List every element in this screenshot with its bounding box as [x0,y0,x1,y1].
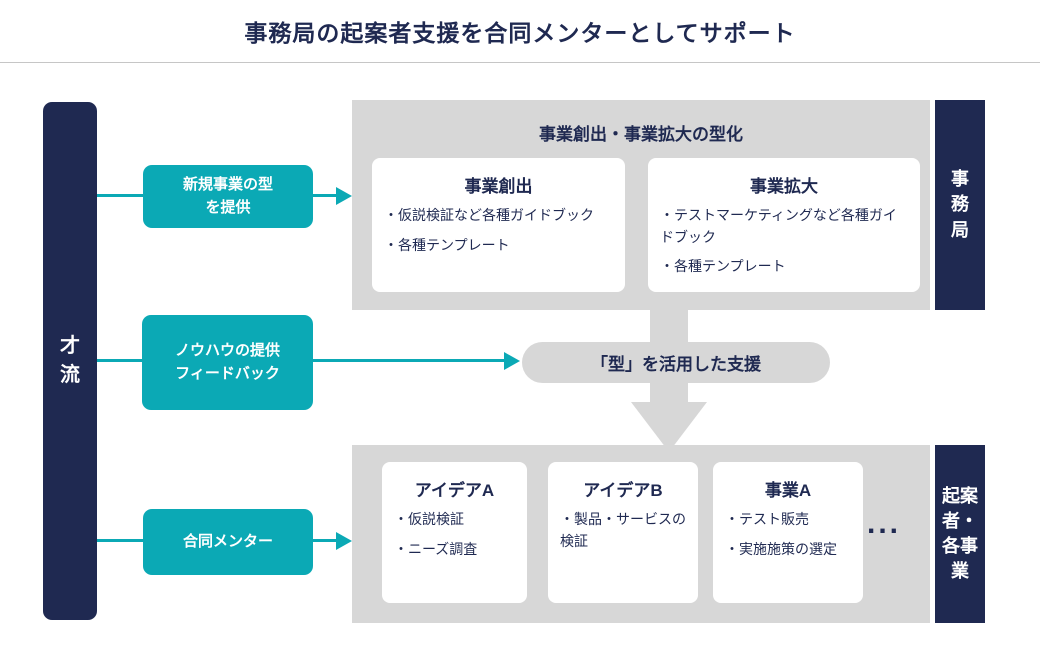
top-panel: 事業創出・事業拡大の型化 事業創出 ・仮説検証など各種ガイドブック ・各種テンプ… [352,100,930,310]
connector-line [313,359,505,362]
card-idea-b: アイデアB ・製品・サービスの検証 [548,462,698,603]
connector-line [97,194,143,197]
proposers-label: 起案 者・ 各事 業 [942,485,978,582]
card-title: アイデアA [414,481,495,500]
sairu-bar: 才 流 [43,102,97,620]
title-divider [0,62,1040,63]
card-title: アイデアB [583,481,663,500]
teal-box-knowhow-feedback: ノウハウの提供 フィードバック [142,315,313,410]
teal-box-label: 新規事業の型 を提供 [182,176,273,216]
teal-box-label: 合同メンター [182,532,273,550]
more-items-ellipsis: ... [866,507,901,540]
card-bullet: ・実施施策の選定 [725,540,837,557]
card-title: 事業A [764,481,812,500]
card-business-creation: 事業創出 ・仮説検証など各種ガイドブック ・各種テンプレート [372,158,625,292]
connector-line [313,539,337,542]
support-pill-label: 「型」を活用した支援 [591,355,761,374]
teal-box-new-business-model: 新規事業の型 を提供 [143,165,313,228]
support-pill: 「型」を活用した支援 [522,342,830,383]
card-bullet: ・テスト販売 [725,511,809,527]
card-idea-a: アイデアA ・仮説検証 ・ニーズ調査 [382,462,527,603]
card-bullet: ・各種テンプレート [660,258,786,275]
card-title: 事業創出 [464,177,533,196]
connector-line [97,539,143,542]
connector-line [313,194,337,197]
page-title: 事務局の起案者支援を合同メンターとしてサポート [244,20,796,46]
card-business-expansion: 事業拡大 ・テストマーケティングなど各種ガイドブック ・各種テンプレート [648,158,920,292]
card-title: 事業拡大 [750,177,818,196]
card-bullet: ・各種テンプレート [384,236,510,253]
card-bullet: ・ニーズ調査 [394,540,478,557]
bottom-panel: アイデアA ・仮説検証 ・ニーズ調査 アイデアB ・製品・サービスの検証 事業A… [352,445,930,623]
connector-line [97,359,142,362]
card-business-a: 事業A ・テスト販売 ・実施施策の選定 [713,462,863,603]
secretariat-label: 事 務 局 [951,169,969,240]
card-bullet: ・仮説検証 [394,511,464,527]
teal-box-label: ノウハウの提供 フィードバック [174,342,280,382]
right-arrow-icon [336,532,352,550]
sairu-label: 才 流 [60,335,80,386]
card-bullet: ・テストマーケティングなど各種ガイドブック [660,207,897,245]
top-panel-title: 事業創出・事業拡大の型化 [539,125,743,144]
card-bullet: ・製品・サービスの検証 [560,511,686,549]
down-arrow-icon [631,402,707,452]
right-arrow-icon [336,187,352,205]
right-arrow-icon [504,352,520,370]
secretariat-bar: 事 務 局 [935,100,985,310]
proposers-bar: 起案 者・ 各事 業 [935,445,985,623]
teal-box-joint-mentor: 合同メンター [143,509,313,575]
card-bullet: ・仮説検証など各種ガイドブック [384,207,594,223]
